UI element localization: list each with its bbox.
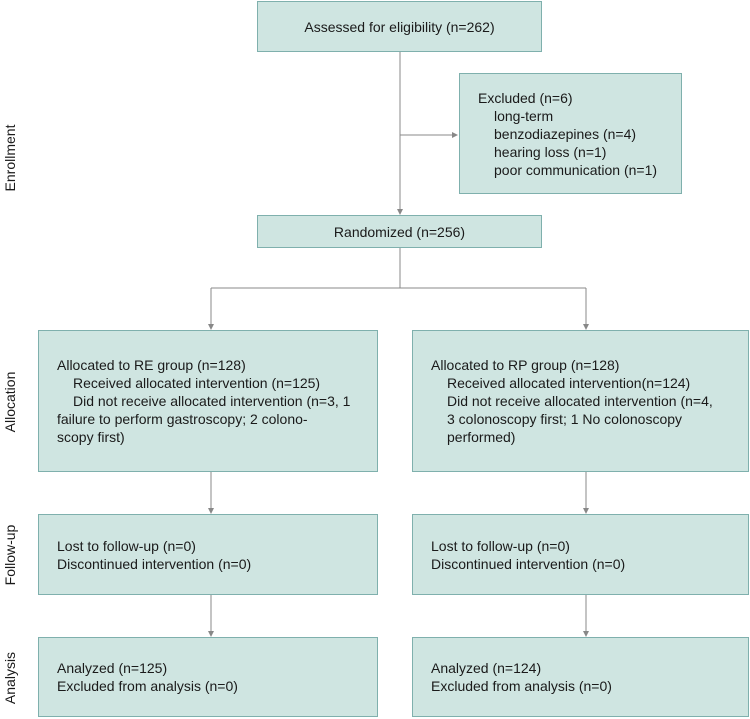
rp-allocation-title: Allocated to RP group (n=128): [431, 357, 620, 373]
stage-label-follow-up: Follow-up: [2, 524, 18, 586]
re-excluded-from-analysis: Excluded from analysis (n=0): [57, 678, 238, 694]
re-not-received-cont: scopy first): [57, 429, 125, 445]
rp-lost-to-follow-up: Lost to follow-up (n=0): [431, 537, 570, 554]
stage-label-analysis: Analysis: [2, 651, 18, 705]
rp-received: Received allocated intervention(n=124): [447, 375, 691, 391]
excluded-item: long-term: [494, 107, 554, 124]
excluded-item: benzodiazepines (n=4): [494, 125, 637, 142]
re-analyzed: Analyzed (n=125): [57, 660, 168, 676]
rp-not-received: Did not receive allocated intervention (…: [447, 393, 713, 409]
rp-discontinued: Discontinued intervention (n=0): [431, 555, 626, 572]
stage-label-enrollment: Enrollment: [2, 124, 18, 192]
rp-analysis-box: Analyzed (n=124) Excluded from analysis …: [412, 637, 749, 717]
re-analysis-box: Analyzed (n=125) Excluded from analysis …: [38, 637, 378, 717]
re-not-received: Did not receive allocated intervention (…: [73, 393, 351, 409]
rp-analyzed: Analyzed (n=124): [431, 660, 542, 676]
re-follow-up-box: Lost to follow-up (n=0) Discontinued int…: [38, 514, 378, 595]
assessed-text: Assessed for eligibility (n=262): [304, 18, 495, 35]
excluded-box: Excluded (n=6) long-term benzodiazepines…: [459, 73, 682, 194]
excluded-item: hearing loss (n=1): [494, 143, 607, 160]
re-received: Received allocated intervention (n=125): [73, 375, 321, 391]
rp-allocation-box: Allocated to RP group (n=128) Received a…: [412, 330, 749, 472]
randomized-box: Randomized (n=256): [257, 215, 542, 248]
randomized-text: Randomized (n=256): [333, 223, 466, 240]
excluded-title: Excluded (n=6): [478, 89, 573, 106]
re-lost-to-follow-up: Lost to follow-up (n=0): [57, 537, 196, 554]
excluded-item: poor communication (n=1): [494, 161, 658, 178]
rp-excluded-from-analysis: Excluded from analysis (n=0): [431, 678, 612, 694]
rp-not-received-cont: performed): [447, 429, 516, 445]
re-not-received-cont: failure to perform gastroscopy; 2 colono…: [57, 411, 308, 427]
re-allocation-box: Allocated to RE group (n=128) Received a…: [38, 330, 378, 472]
assessed-box: Assessed for eligibility (n=262): [257, 1, 542, 52]
rp-not-received-cont: 3 colonoscopy first; 1 No colonoscopy: [447, 411, 683, 427]
rp-follow-up-box: Lost to follow-up (n=0) Discontinued int…: [412, 514, 749, 595]
stage-label-allocation: Allocation: [2, 371, 18, 433]
re-allocation-title: Allocated to RE group (n=128): [57, 357, 246, 373]
re-discontinued: Discontinued intervention (n=0): [57, 555, 252, 572]
